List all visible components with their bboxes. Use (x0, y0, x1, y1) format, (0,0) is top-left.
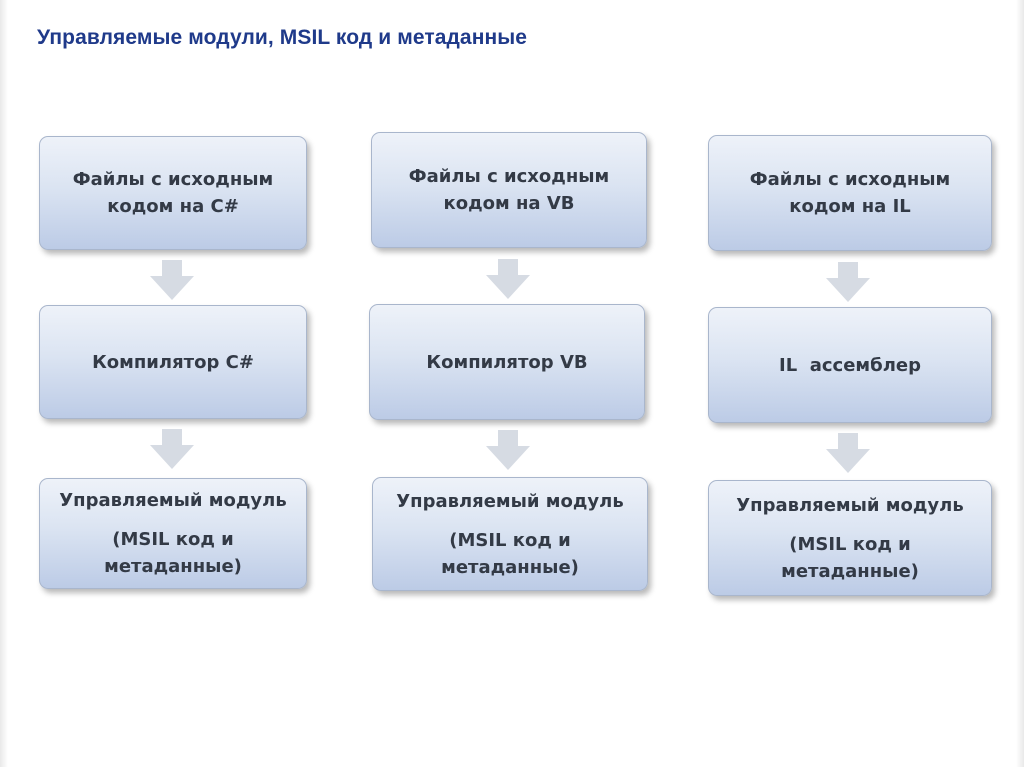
compiler-vb-box: Компилятор VB (369, 304, 645, 420)
box-label: метаданные) (104, 556, 242, 577)
box-label: Файлы с исходным (408, 166, 610, 187)
box-label: Компилятор VB (426, 351, 588, 373)
box-label: Компилятор C# (92, 351, 254, 373)
down-arrow-icon (150, 429, 194, 469)
box-label: кодом на IL (789, 196, 911, 217)
down-arrow-icon (486, 430, 530, 470)
managed-module-vb-box: Управляемый модуль (MSIL код и метаданны… (372, 477, 648, 591)
box-label: Управляемый модуль (396, 490, 624, 512)
box-label: кодом на VB (443, 193, 575, 214)
il-assembler-box: IL ассемблер (708, 307, 992, 423)
compiler-csharp-box: Компилятор C# (39, 305, 307, 419)
box-label: (MSIL код и (789, 533, 911, 555)
box-label: (MSIL код и (112, 529, 234, 550)
managed-module-il-box: Управляемый модуль (MSIL код и метаданны… (708, 480, 992, 596)
box-label: кодом на C# (107, 196, 239, 217)
down-arrow-icon (826, 262, 870, 302)
down-arrow-icon (826, 433, 870, 473)
box-label: Управляемый модуль (59, 490, 287, 511)
slide-frame-left (0, 0, 8, 767)
managed-module-csharp-box: Управляемый модуль (MSIL код и метаданны… (39, 478, 307, 589)
box-label: Управляемый модуль (736, 494, 964, 516)
source-files-il-box: Файлы с исходным кодом на IL (708, 135, 992, 251)
box-label: метаданные) (441, 556, 579, 578)
box-label: метаданные) (781, 560, 919, 582)
box-label: (MSIL код и (449, 529, 571, 551)
source-files-vb-box: Файлы с исходным кодом на VB (371, 132, 647, 248)
down-arrow-icon (486, 259, 530, 299)
slide-frame-right (1016, 0, 1024, 767)
down-arrow-icon (150, 260, 194, 300)
box-label: IL ассемблер (779, 354, 921, 376)
page-title: Управляемые модули, MSIL код и метаданны… (37, 26, 528, 49)
box-label: Файлы с исходным (72, 169, 274, 190)
source-files-csharp-box: Файлы с исходным кодом на C# (39, 136, 307, 250)
box-label: Файлы с исходным (749, 169, 951, 190)
